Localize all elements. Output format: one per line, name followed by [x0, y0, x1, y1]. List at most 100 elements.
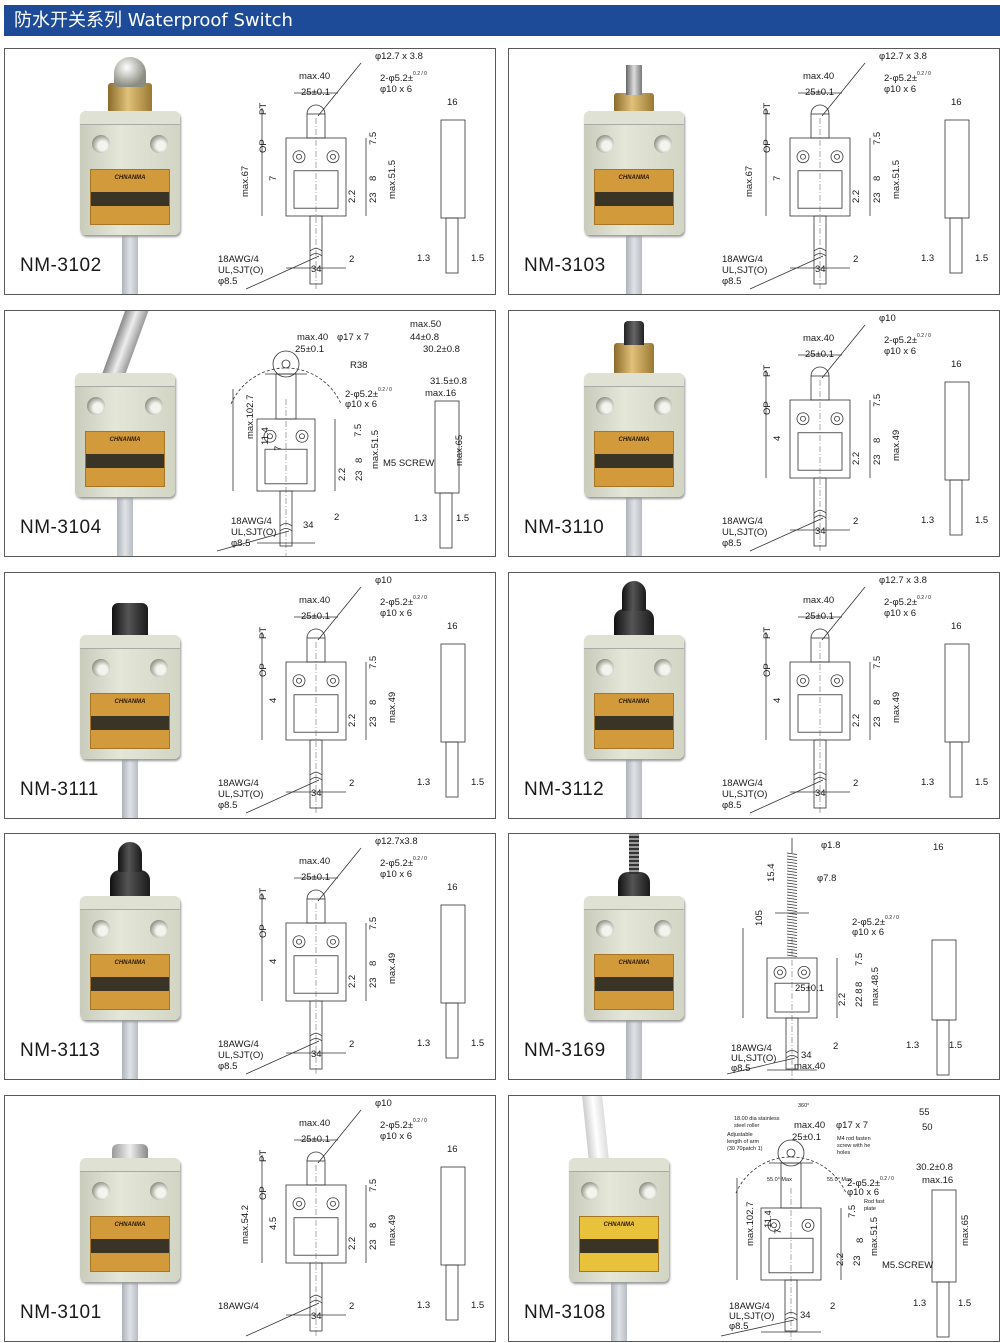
product-photo: CHNANMA [534, 49, 714, 294]
dim-d7-5: 7.5 [368, 916, 379, 930]
dim-d23: 23 [852, 1255, 863, 1266]
dim-phi-top: φ12.7 x 3.8 [879, 51, 927, 62]
dim-cable1: 18AWG/4 [218, 254, 259, 265]
dim-height: max.67 [240, 165, 251, 197]
dim-cable3: φ8.5 [218, 1061, 238, 1072]
dim-holes: 2-φ5.2±0.2 / 0 [884, 72, 931, 84]
product-tag: CHNANMA [594, 169, 674, 225]
dim-cable1: 18AWG/4 [218, 1301, 259, 1312]
dim-d7-5: 7.5 [872, 131, 883, 145]
model-number: NM-3101 [20, 1302, 102, 1323]
model-number: NM-3102 [20, 255, 102, 276]
dim-max-h: max.51.5 [869, 1216, 880, 1256]
dim-d4-5: 4.5 [268, 1216, 279, 1230]
dim-w2: 2 [334, 512, 340, 523]
dim-height: max.102.7 [245, 394, 256, 439]
dim-s13: 1.3 [417, 1038, 431, 1049]
switch-body-photo: CHNANMA [569, 1158, 669, 1282]
dim-w34: 34 [311, 264, 322, 275]
dim-roller-note1: 18.00 dia stainless [734, 1116, 780, 1122]
dim-d105: 105 [754, 910, 765, 926]
dim-s15: 1.5 [471, 1038, 485, 1049]
dim-cable1: 18AWG/4 [218, 778, 259, 789]
switch-body-photo: CHNANMA [584, 111, 684, 235]
dim-side-w: max.16 [922, 1175, 954, 1186]
dim-side-w: 16 [447, 882, 458, 893]
dim-max-h: max.51.5 [387, 159, 398, 199]
dim-pt: PT [762, 364, 773, 377]
dim-w34: 34 [311, 1311, 322, 1322]
dim-cable3: φ8.5 [231, 538, 251, 549]
model-number: NM-3103 [524, 255, 606, 276]
model-number: NM-3108 [524, 1302, 606, 1323]
mounting-hole-icon [92, 920, 110, 938]
dim-side-30: 30.2±0.8 [916, 1162, 953, 1173]
dim-side-h: max.65 [960, 1214, 971, 1246]
dim-cable3: φ8.5 [722, 800, 742, 811]
dim-side-55: 55 [919, 1107, 930, 1118]
technical-drawing [245, 586, 466, 815]
cable-outline [309, 1262, 323, 1332]
dim-cable1: 18AWG/4 [722, 516, 763, 527]
dim-d7-5: 7.5 [353, 423, 364, 437]
dim-max-h: max.49 [387, 1214, 398, 1246]
dim-cable2: UL,SJT(O) [722, 265, 768, 276]
mounting-hole-icon [145, 397, 163, 415]
dim-tol: 25±0.1 [805, 349, 834, 360]
dim-side-30: 30.2±0.8 [423, 344, 460, 355]
cable-outline [813, 739, 827, 809]
technical-drawing [749, 586, 970, 815]
cable [626, 231, 642, 294]
dim-d8: 8 [368, 699, 379, 705]
side-view-outline [440, 119, 466, 219]
product-tag: CHNANMA [594, 693, 674, 749]
product-tag: CHNANMA [90, 693, 170, 749]
product-tag: CHNANMA [85, 431, 165, 487]
dim-max-w: max.40 [299, 1118, 331, 1129]
dim-d4: 4 [268, 958, 279, 964]
dim-d2-2: 2.2 [835, 1252, 846, 1266]
brand-label: CHNANMA [618, 960, 650, 966]
side-view-outline [944, 643, 970, 743]
mounting-hole-icon [87, 397, 105, 415]
dim-cable3: φ8.5 [731, 1063, 751, 1074]
actuator-icon [614, 609, 654, 637]
dim-cable2: UL,SJT(O) [722, 789, 768, 800]
dim-s15: 1.5 [471, 1300, 485, 1311]
dim-d2-2: 2.2 [851, 189, 862, 203]
switch-body-photo: CHNANMA [584, 896, 684, 1020]
dim-w2: 2 [833, 1041, 839, 1052]
dim-r38: R38 [350, 360, 368, 371]
switch-body-photo: CHNANMA [75, 373, 175, 497]
dim-max-w: max.40 [794, 1120, 826, 1131]
dim-s15: 1.5 [456, 513, 470, 524]
dim-phi-top: φ17 x 7 [836, 1120, 869, 1131]
dim-phi-top: φ17 x 7 [337, 332, 370, 343]
dim-d2-2: 2.2 [337, 467, 348, 481]
dim-cable3: φ8.5 [218, 276, 238, 287]
dim-cable3: φ8.5 [722, 276, 742, 287]
dim-hole-dia: φ10 x 6 [380, 84, 413, 95]
dim-d7-5: 7.5 [847, 1204, 858, 1218]
dim-max-h: max.48.5 [870, 966, 881, 1006]
side-view-outline [440, 1166, 466, 1266]
dim-holes-text: 2-φ5.2± [380, 597, 414, 608]
dim-d2-2: 2.2 [851, 713, 862, 727]
dim-hole-dia: φ10 x 6 [380, 608, 413, 619]
dim-d2-2: 2.2 [347, 974, 358, 988]
switch-body-photo: CHNANMA [584, 635, 684, 759]
dim-w34: 34 [311, 1049, 322, 1060]
dim-cable2: UL,SJT(O) [722, 527, 768, 538]
cable-outline [309, 1000, 323, 1070]
dim-d2-2: 2.2 [837, 992, 848, 1006]
dim-op: OP [258, 139, 269, 153]
dim-w34: 34 [303, 520, 314, 531]
dim-holes-text: 2-φ5.2± [884, 597, 918, 608]
dim-d4: 4 [772, 435, 783, 441]
dim-s13: 1.3 [417, 253, 431, 264]
dim-side-w: max.16 [425, 388, 457, 399]
product-tag: CHNANMA [594, 954, 674, 1010]
dim-holes: 2-φ5.2±0.2 / 0 [380, 72, 427, 84]
